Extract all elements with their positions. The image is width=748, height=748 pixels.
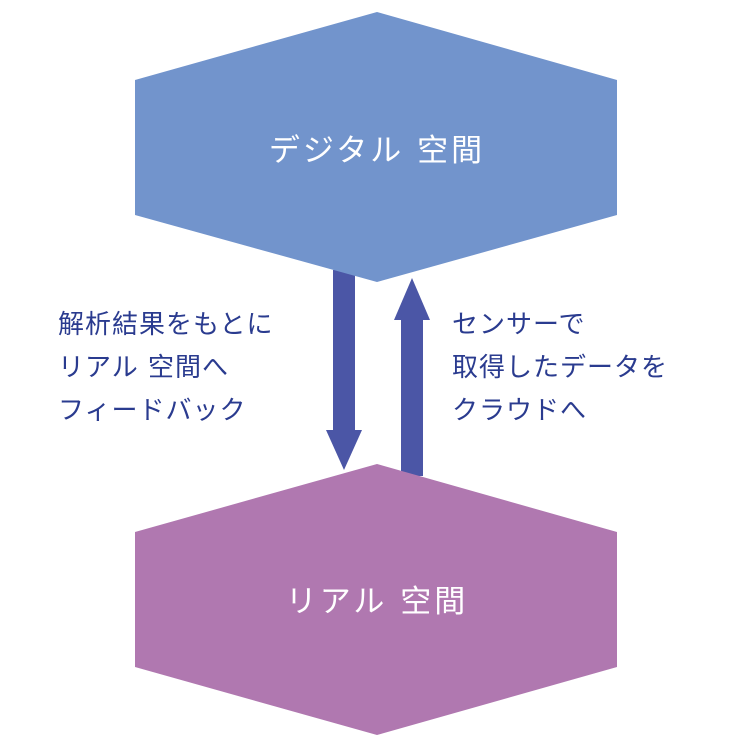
digital-space-node: デジタル 空間 — [135, 12, 617, 282]
upload-note-line: 取得したデータを — [452, 353, 669, 383]
digital-space-label: デジタル 空間 — [269, 133, 485, 169]
real-space-node: リアル 空間 — [135, 464, 617, 735]
upload-note-line: センサーで — [452, 310, 586, 340]
arrow-down-head — [326, 430, 362, 470]
real-space-hexagon — [135, 464, 617, 735]
upload-note-line: クラウドへ — [452, 396, 588, 426]
feedback-note-line: フィードバック — [58, 396, 247, 426]
arrow-down-feedback — [326, 270, 362, 470]
arrow-down-shaft — [333, 270, 355, 432]
upload-note: センサーで 取得したデータを クラウドへ — [452, 304, 668, 433]
arrow-up-shaft — [401, 318, 423, 476]
feedback-note: 解析結果をもとに リアル 空間へ フィードバック — [58, 304, 273, 433]
real-space-label: リアル 空間 — [286, 584, 469, 620]
arrow-up-upload — [394, 278, 430, 476]
feedback-note-line: リアル 空間へ — [58, 353, 230, 383]
arrow-up-head — [394, 278, 430, 320]
digital-space-hexagon — [135, 12, 617, 282]
feedback-note-line: 解析結果をもとに — [58, 310, 274, 340]
